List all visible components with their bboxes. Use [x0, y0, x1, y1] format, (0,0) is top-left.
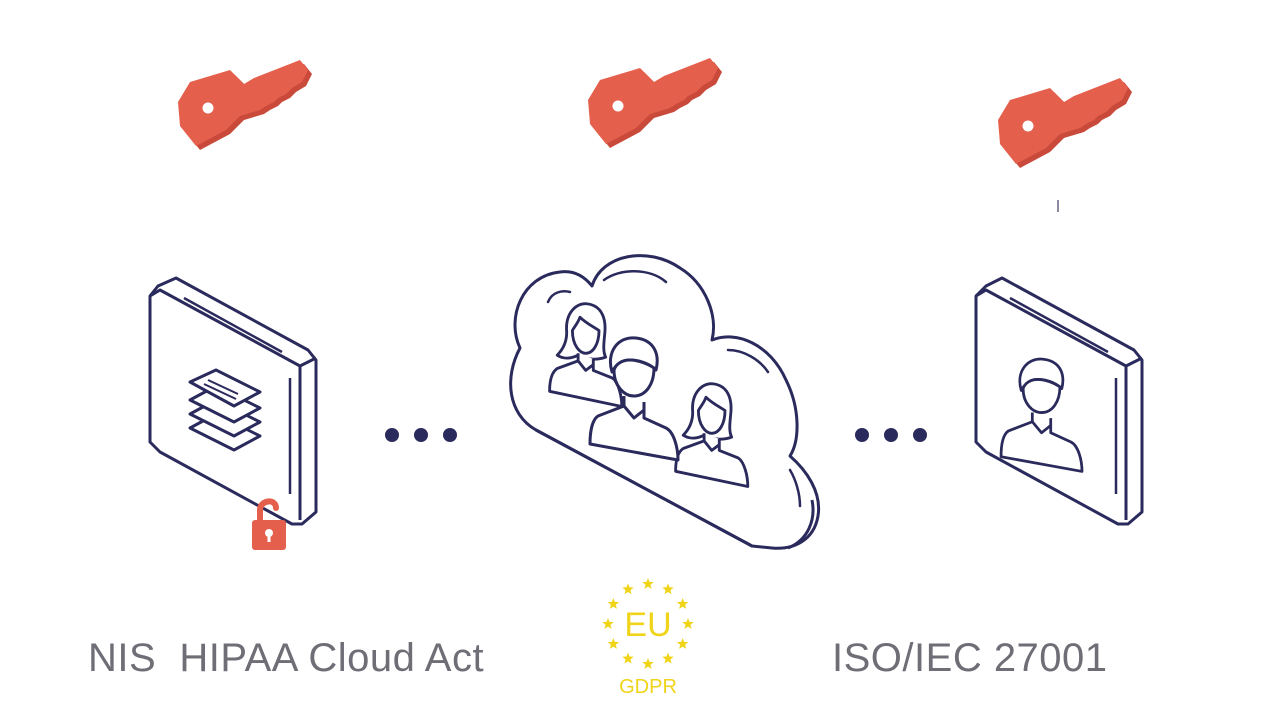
key-icon-right	[998, 78, 1132, 168]
documents-icon	[188, 368, 262, 452]
key-icon-left	[178, 60, 312, 150]
eu-star	[676, 598, 689, 609]
eu-gdpr-badge: EU GDPR	[602, 578, 694, 698]
eu-star	[662, 583, 674, 595]
eu-star	[682, 618, 694, 629]
eu-star	[676, 638, 689, 649]
eu-star	[642, 578, 654, 589]
eu-star	[607, 598, 620, 609]
badge-name-text: GDPR	[619, 676, 677, 698]
eu-star	[662, 652, 674, 664]
connector-dots-left	[385, 428, 457, 442]
eu-star	[642, 658, 654, 669]
cloud-icon	[509, 254, 821, 550]
eu-star	[607, 638, 620, 649]
connector-dots-right	[855, 428, 927, 442]
key-icon-center	[588, 58, 722, 148]
badge-region-text: EU	[624, 606, 671, 644]
star-ring	[602, 578, 694, 669]
eu-star	[602, 618, 614, 629]
eu-star	[622, 652, 634, 664]
user-panel	[974, 276, 1144, 526]
eu-star	[622, 583, 634, 595]
padlock-icon	[252, 498, 286, 550]
regulations-left-label: NIS HIPAA Cloud Act	[88, 636, 485, 680]
regulations-right-label: ISO/IEC 27001	[832, 636, 1108, 680]
